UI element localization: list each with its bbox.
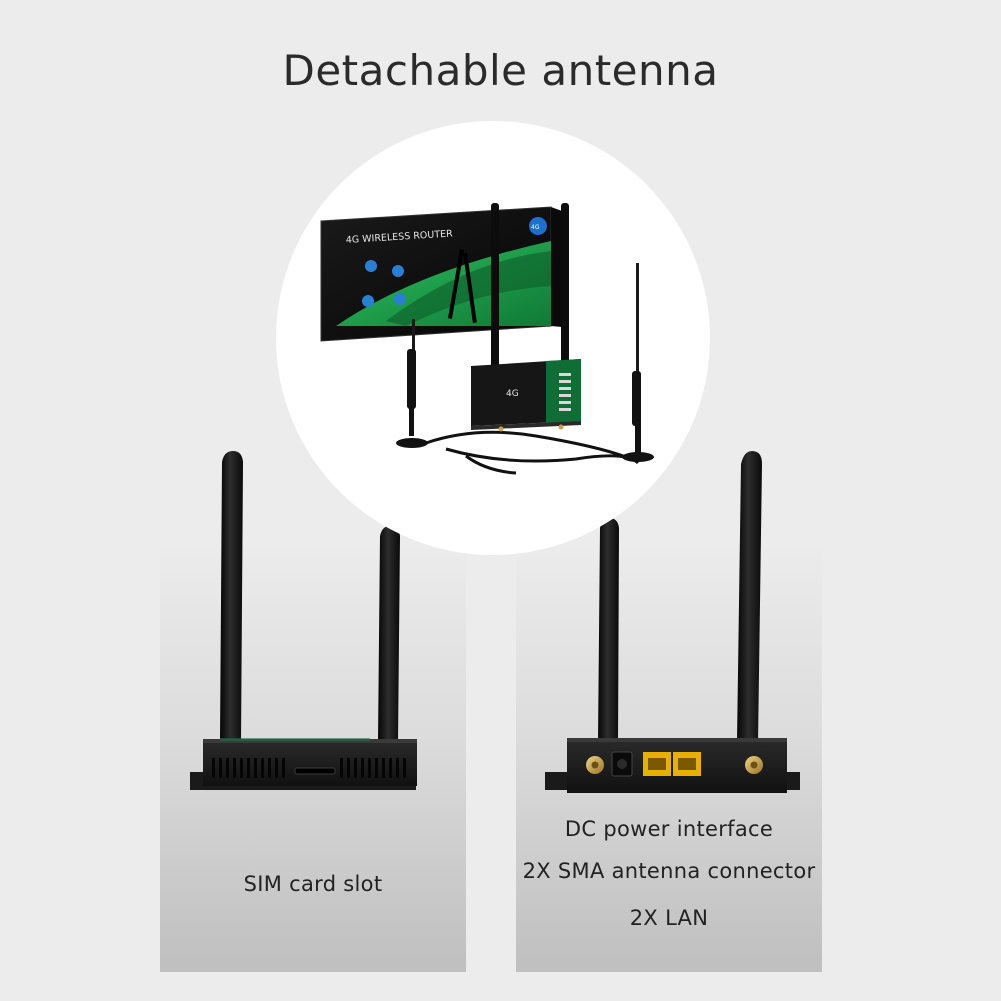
sim-card-slot — [294, 767, 336, 775]
lte-badge-icon — [529, 217, 547, 235]
right-antenna-1 — [598, 518, 619, 742]
svg-text:4G: 4G — [506, 389, 519, 399]
left-router — [190, 451, 417, 790]
right-router — [545, 451, 800, 793]
product-box-image: 4G WIRELESS ROUTER 4G — [320, 203, 654, 475]
sim-card-slot-caption: SIM card slot — [243, 872, 383, 896]
right-antenna-2 — [737, 451, 762, 742]
product-box: 4G WIRELESS ROUTER 4G — [320, 206, 562, 342]
left-antenna-1 — [220, 451, 243, 742]
page-title: Detachable antenna — [282, 46, 719, 95]
left-antenna-2 — [378, 526, 400, 742]
router-with-antennas: 4G — [396, 203, 654, 475]
sma-connector-caption: 2X SMA antenna connector — [522, 859, 816, 883]
svg-text:4G: 4G — [531, 224, 540, 231]
lan-caption: 2X LAN — [629, 906, 709, 930]
dc-power-caption: DC power interface — [564, 817, 774, 841]
product-photo-circle: 4G WIRELESS ROUTER 4G — [276, 121, 710, 555]
lan-ports — [643, 752, 701, 776]
